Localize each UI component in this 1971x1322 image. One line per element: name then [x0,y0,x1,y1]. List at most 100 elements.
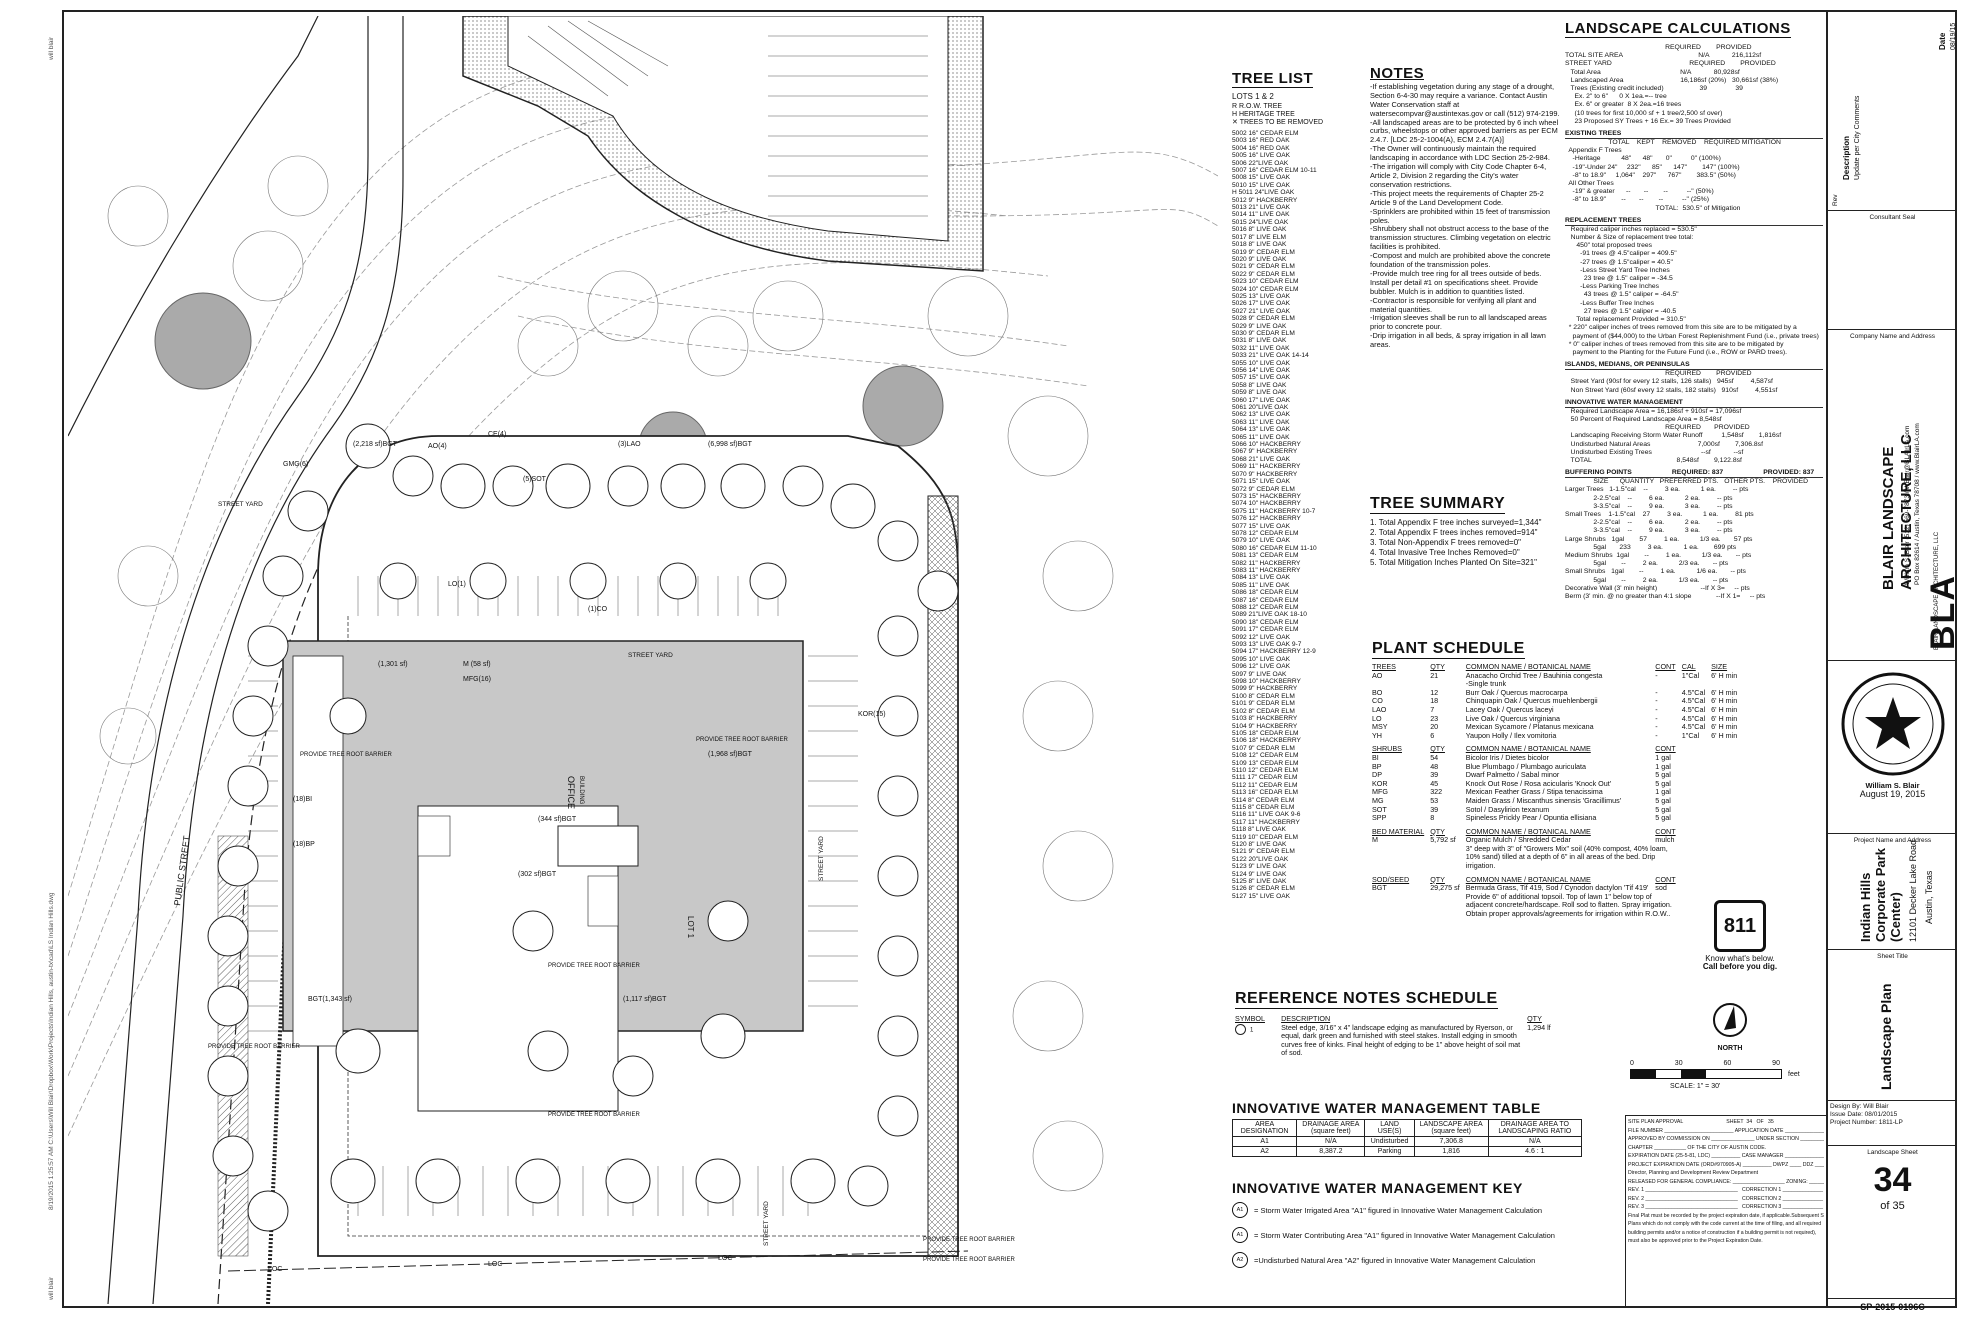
table-row: 5090 18" CEDAR ELM [1232,619,1320,626]
table-row: 5032 11" LIVE OAK [1232,345,1320,352]
tree-list-cell: 5015 24"LIVE OAK [1232,218,1289,226]
table-cell: 54 [1430,752,1439,762]
table-cell: - [1655,687,1658,697]
tree-list-cell: 5124 9" LIVE OAK [1232,870,1287,878]
tree-list-cell: 5024 10" CEDAR ELM [1232,285,1299,293]
approval-line: REV. 1 ________________________________ … [1628,1187,1824,1193]
table-row: 5060 17" LIVE OAK [1232,397,1320,404]
calc-line: Large Shrubs 1gal 57 1 ea. 1/3 ea. 57 pt… [1565,535,1753,543]
table-cell [1430,845,1466,871]
table-row: 5099 9" HACKBERRY [1232,685,1320,692]
street-yard-label: STREET YARD [218,501,263,508]
tree-list-cell: 5017 8" LIVE ELM [1232,233,1287,241]
table-cell: 1 gal [1655,752,1671,762]
table-row: 5095 10" LIVE OAK [1232,656,1320,663]
table-row: 5002 16" CEDAR ELM [1232,130,1320,137]
tree-list-cell: 5021 9" CEDAR ELM [1232,263,1295,271]
table-row: 5084 13" LIVE OAK [1232,574,1320,581]
table-row: 5024 10" CEDAR ELM [1232,286,1320,293]
table-cell: SPP [1372,813,1387,823]
table-row: 5010 15" LIVE OAK [1232,182,1320,189]
table-row: 5116 11" LIVE OAK 9-6 [1232,811,1320,818]
tree-list-cell: 5008 15" LIVE OAK [1232,174,1291,182]
tree-list-cell: 5115 8" CEDAR ELM [1232,803,1295,811]
table-cell: sod [1655,883,1667,893]
scale-ticks: 0 30 60 90 [1630,1060,1780,1067]
tree-list-cell: 5056 14" LIVE OAK [1232,367,1291,374]
plant-tag: (1,301 sf) [378,661,408,668]
approval-line: PROJECT EXPIRATION DATE (ORD#970905-A) _… [1628,1161,1824,1168]
table-row: -Single trunk [1372,680,1743,689]
calc-line: * 0" caliper inches of trees removed fro… [1565,340,1784,348]
tree-list-cell: 5102 8" CEDAR ELM [1232,707,1295,715]
table-row: 5064 13" LIVE OAK [1232,426,1320,433]
table-cell: BED MATERIAL [1372,826,1425,836]
root-barrier-note: PROVIDE TREE ROOT BARRIER [696,737,788,743]
note-item: -Contractor is responsible for verifying… [1370,295,1537,314]
tree-list-cell: 5030 9" CEDAR ELM [1232,329,1295,337]
table-row: 5112 11" CEDAR ELM [1232,782,1320,789]
approval-line: EXPIRATION DATE (25-5-81, LDC) _________… [1628,1153,1824,1159]
table-row: 5078 12" CEDAR ELM [1232,530,1320,537]
tree-summary-item: 2. Total Appendix F trees inches removed… [1370,528,1538,537]
table-row: 5105 18" CEDAR ELM [1232,730,1320,737]
existing-tree-canopy [862,365,944,447]
tree-list-cell: 5077 15" LIVE OAK [1232,522,1291,530]
design-by: Design By: Will Blair [1830,1103,1889,1110]
table-cell: 6' H min [1711,670,1738,680]
loc-label: LOC [268,1266,282,1273]
table-row: 3" deep with 3" of "Growers Mix" soil (4… [1372,844,1743,871]
table-cell: COMMON NAME / BOTANICAL NAME [1465,744,1591,754]
tree-list-cell: 5019 9" CEDAR ELM [1232,248,1295,256]
table-cell: AO [1372,670,1383,680]
ref-col-description: DESCRIPTION [1281,1014,1331,1023]
limit-of-construction [227,1250,969,1272]
table-cell: 29,275 sf [1430,883,1460,893]
tree-list-cell: 5057 15" LIVE OAK [1232,374,1291,382]
tree-list-cell: 5122 20"LIVE OAK [1232,855,1289,863]
approval-line: REV. 2 ________________________________ … [1628,1195,1824,1202]
calc-line: TOTAL: 530.5" of Mitigation [1565,204,1741,212]
table-row: 5028 9" CEDAR ELM [1232,315,1320,322]
legend-symbol: R [1232,103,1239,110]
calc-line: REQUIRED PROVIDED [1565,44,1752,51]
user-text-bottom: will blair [48,1276,55,1300]
tree-list-cell: 5026 17" LIVE OAK [1232,300,1291,308]
calc-line: Larger Trees 1-1.5"cal -- 3 ea. 1 ea. --… [1565,486,1749,494]
tree-list-cell: 5023 10" CEDAR ELM [1232,278,1299,286]
plant-tag: (18)BP [293,841,315,848]
proposed-trees [207,423,959,1232]
table-row: 5072 9" CEDAR ELM [1232,486,1320,493]
tree-list-cell: 5086 18" CEDAR ELM [1232,589,1299,597]
tree-list-cell: 5084 13" LIVE OAK [1232,574,1291,582]
approval-line: RELEASED FOR GENERAL COMPLIANCE: _______… [1628,1178,1824,1185]
table-cell: 6' H min [1711,696,1738,706]
calc-line: Non Street Yard (60sf every 12 stalls, 1… [1565,386,1778,394]
table-row: 5069 11" HACKBERRY [1232,463,1320,470]
company-logo-sub: BLAIR LANDSCAPE ARCHITECTURE, LLC [1934,531,1940,650]
tree-list-cell: 5119 10" CEDAR ELM [1232,833,1298,841]
tree-list-cell: 5016 8" LIVE OAK [1232,226,1287,234]
calc-line: -Less Street Yard Tree Inches [1565,266,1670,274]
table-cell: 4.5"Cal [1681,687,1706,697]
table-cell: MFG [1372,787,1388,797]
table-cell: 322 [1430,787,1443,797]
table-cell: Bicolor Iris / Dietes bicolor [1465,752,1549,762]
calc-line: payment to the Planting for the Future F… [1565,348,1787,356]
calc-islands-title: ISLANDS, MEDIANS, OR PENINSULAS [1565,361,1823,371]
iwm-cell: Parking [1364,1146,1415,1157]
table-cell: 6' H min [1711,687,1738,697]
table-row: 5058 8" LIVE OAK [1232,382,1320,389]
table-row: 5113 16" CEDAR ELM [1232,789,1320,796]
calc-replacement-title: REPLACEMENT TREES [1565,217,1823,226]
table-row: 5014 11" LIVE OAK [1232,211,1320,218]
ref-col-qty: QTY [1527,1014,1542,1023]
calc-buffer-lines: SIZE QUANTITY PREFERRED PTS. OTHER PTS. … [1565,478,1823,601]
tree-list-cell: 5091 17" CEDAR ELM [1232,626,1299,634]
table-row: 5012 9" HACKBERRY [1232,197,1320,204]
table-cell: CONT [1655,874,1676,884]
calc-line: 23 tree @ 1.5" caliper = -34.5 [1565,275,1673,283]
